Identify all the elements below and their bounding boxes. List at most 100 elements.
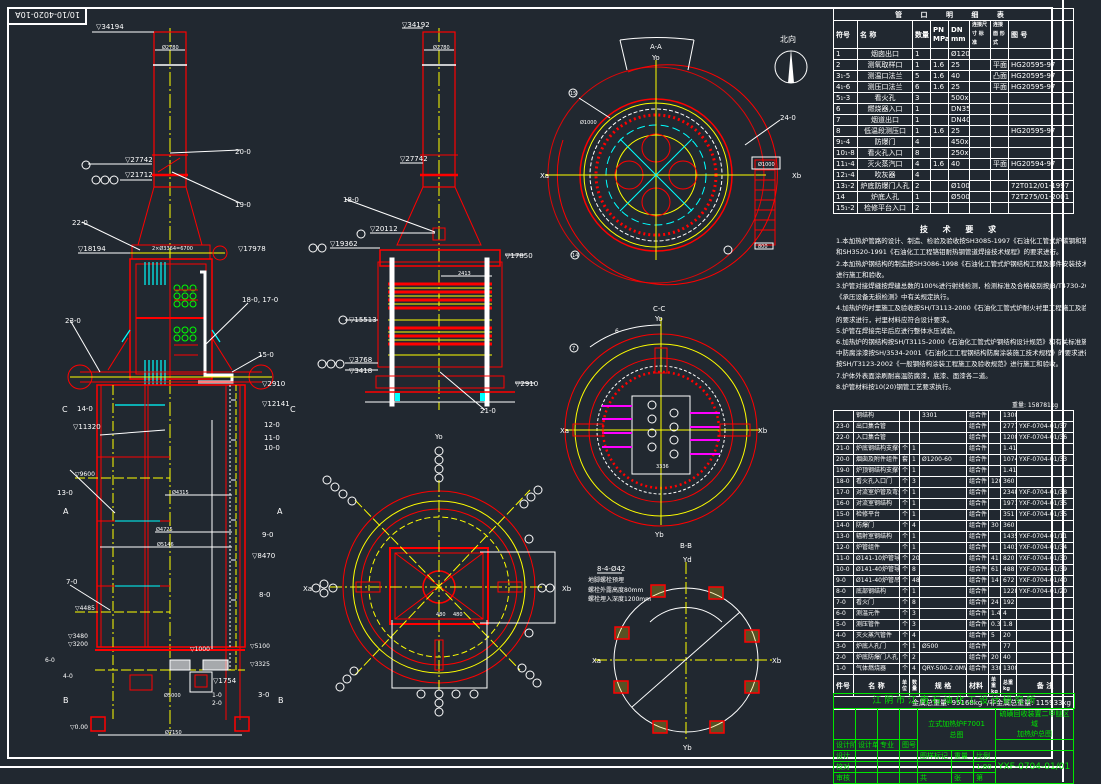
parts-cell <box>919 608 967 620</box>
parts-cell: 120 <box>988 476 1001 488</box>
refractory-weight: /非金属总重量: 115933kg <box>986 699 1071 707</box>
nozzle-row: 1烟囱出口1Ø1200 <box>833 48 1074 60</box>
parts-cell <box>919 531 967 543</box>
nozzle-cell <box>930 92 949 104</box>
nozzle-cell <box>969 59 991 71</box>
nozzle-row: 10₁-8看火孔入口8250x120 <box>833 147 1074 159</box>
parts-cell: 22-0 <box>833 432 854 444</box>
nozzle-cell: 250x120 <box>948 147 970 159</box>
nozzle-row: 5₁-3看火孔3500x300 <box>833 92 1074 104</box>
parts-cell: 21-0 <box>833 443 854 455</box>
part-label: 11-0 <box>264 434 280 442</box>
dim-label: 2×Ø3364=6700 <box>152 245 193 252</box>
parts-cell: 1 <box>909 509 920 521</box>
parts-cell <box>919 509 967 521</box>
nozzle-cell: 4 <box>912 136 931 148</box>
parts-cell: 360 <box>1000 476 1017 488</box>
nozzle-cell <box>930 202 949 214</box>
dim-label: Ø2780 <box>162 44 179 51</box>
parts-cell: 19717 <box>1000 498 1017 510</box>
axis-label: Yo <box>651 54 660 62</box>
nozzle-cell: 1 <box>833 48 858 60</box>
level-label: ▽3418 <box>349 367 372 375</box>
tech-requirement-line: 《承压设备无损检测》中有关规定执行。 <box>836 293 953 302</box>
parts-cell: 个 <box>899 630 910 642</box>
dim-label: 480 <box>436 612 446 618</box>
parts-cell: 个 <box>899 531 910 543</box>
tech-requirement-line: 7.炉体外表面涂刷耐高温防腐漆，底漆、面漆各二道。 <box>836 371 992 380</box>
nozzle-cell <box>930 147 949 159</box>
level-label: ▽3325 <box>250 661 270 668</box>
parts-cell: YXF-0704-01/35 <box>1016 498 1074 510</box>
col-header: PN MPa <box>930 20 949 49</box>
nozzle-cell <box>930 48 949 60</box>
axis-label: Xb <box>758 427 768 435</box>
parts-cell: 48 <box>909 575 920 587</box>
part-label: 10-0 <box>264 444 280 452</box>
parts-cell <box>988 531 1001 543</box>
parts-cell: 1 <box>909 586 920 598</box>
parts-cell <box>988 410 1001 422</box>
nozzle-cell <box>1008 48 1074 60</box>
nozzle-cell: 14 <box>833 191 858 203</box>
axis-label: Xb <box>772 657 782 665</box>
nozzle-cell: 4 <box>912 169 931 181</box>
nozzle-cell: DN350 <box>948 103 970 115</box>
nozzle-cell: 2 <box>833 59 858 71</box>
parts-cell <box>988 421 1001 433</box>
parts-cell: 2-0 <box>833 652 854 664</box>
parts-cell: 个 <box>899 542 910 554</box>
nozzle-cell <box>969 202 991 214</box>
nozzle-cell <box>969 136 991 148</box>
parts-cell: YXF-0704-01/11 <box>1016 531 1074 543</box>
nozzle-cell: 15₁-2 <box>833 202 858 214</box>
nozzle-cell: 25 <box>948 81 970 93</box>
parts-cell: 8-0 <box>833 586 854 598</box>
nozzle-cell <box>990 169 1009 181</box>
nozzle-cell: 2 <box>912 180 931 192</box>
part-label: 19-0 <box>235 201 251 209</box>
parts-cell <box>1016 608 1074 620</box>
col-header: 图 号 <box>1008 20 1074 49</box>
parts-cell: YXF-0704-01/36 <box>1016 432 1074 444</box>
parts-cell: Ø141-10炉管导向架 <box>853 553 900 565</box>
parts-cell: 组合件 <box>966 531 989 543</box>
nozzle-cell <box>1008 202 1074 214</box>
nozzle-cell: 4 <box>912 158 931 170</box>
level-label: ▽20112 <box>370 225 398 233</box>
nozzle-cell <box>969 103 991 115</box>
weight-label: 重量: 158781kg <box>1012 402 1059 409</box>
level-label: ▽4485 <box>75 605 95 612</box>
parts-cell: 个 <box>899 509 910 521</box>
drawing-name: 立式加热炉F7001 <box>928 719 985 728</box>
parts-cell: 3 <box>909 608 920 620</box>
parts-cell <box>909 421 920 433</box>
parts-cell: 820 <box>1000 553 1017 565</box>
parts-cell: 组合件 <box>966 641 989 653</box>
parts-cell: 30 <box>988 520 1001 532</box>
nozzle-cell <box>969 125 991 137</box>
col-label: 重量 <box>951 750 974 762</box>
side-view <box>308 27 535 411</box>
nozzle-cell: 12₁-4 <box>833 169 858 181</box>
parts-cell: 4 <box>909 663 920 675</box>
axis-label: Xb <box>562 585 572 593</box>
tech-requirements-title: 技 术 要 求 <box>919 225 1003 234</box>
nozzle-cell <box>969 70 991 82</box>
parts-cell: 1074 <box>1000 454 1017 466</box>
parts-cell <box>919 465 967 477</box>
nozzle-cell <box>990 191 1009 203</box>
parts-cell <box>988 498 1001 510</box>
parts-cell <box>988 487 1001 499</box>
parts-cell: 烟囱及附件组件 <box>853 454 900 466</box>
parts-row: 18-0看火孔入口门个3组合件120360 <box>833 476 1074 488</box>
tech-requirement-line: 1.本加热炉管路的设计、制造、检验及验收按SH3085-1997《石油化工管式炉… <box>836 237 1086 246</box>
col-header: 连接面 形式 <box>990 20 1009 49</box>
nozzle-table-title: 管 口 明 细 表 <box>833 8 1074 21</box>
nozzle-cell <box>990 103 1009 115</box>
axis-label: Yo <box>654 315 663 323</box>
nozzle-cell: 2 <box>912 202 931 214</box>
nozzle-cell: HG20595-97 <box>1008 81 1074 93</box>
parts-cell: 个 <box>899 465 910 477</box>
nozzle-cell: 平面 <box>990 158 1009 170</box>
